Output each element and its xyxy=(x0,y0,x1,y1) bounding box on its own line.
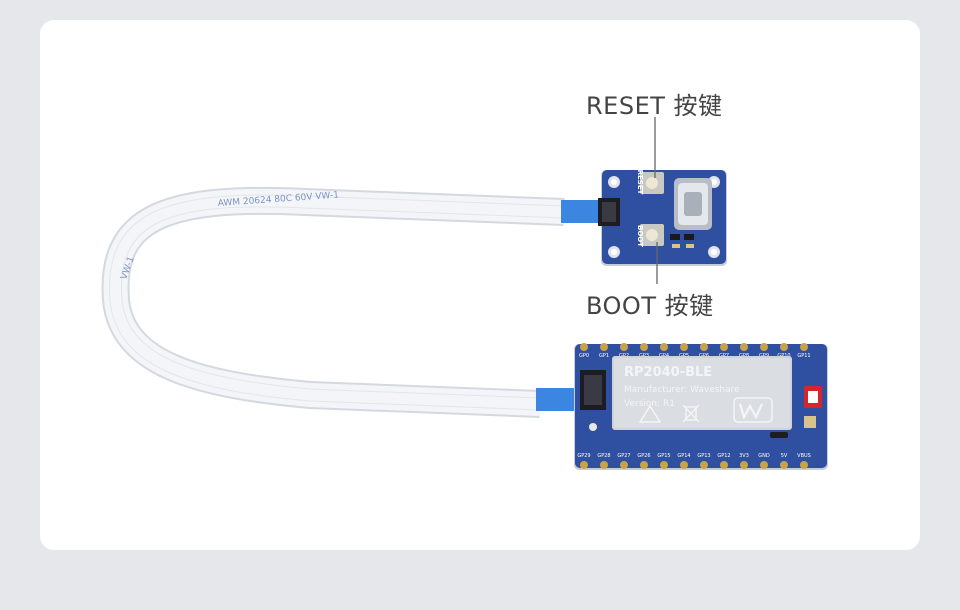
pin-top-7-pad xyxy=(720,343,728,351)
reset-silkscreen: RESET xyxy=(636,170,644,195)
pin-bottom-10-label: 5V xyxy=(781,453,788,459)
pin-bottom-11-pad xyxy=(800,461,808,469)
weee-bin-icon xyxy=(682,404,700,423)
pin-bottom-9-label: GND xyxy=(758,453,770,459)
pin-top-5-pad xyxy=(680,343,688,351)
rp2040-ble-module: GP0GP1GP2GP3GP4GP5GP6GP7GP8GP9GP10GP11 G… xyxy=(574,343,828,470)
module-version: Version: R1 xyxy=(624,399,675,409)
pin-top-1-label: GP1 xyxy=(599,353,609,359)
pin-top-8-pad xyxy=(740,343,748,351)
pin-top-10-pad xyxy=(780,343,788,351)
fpc-cable: AWM 20624 80C 60V VW-1 VW-1 xyxy=(101,186,599,418)
pin-bottom-4-label: GP15 xyxy=(657,453,670,459)
pin-bottom-7-pad xyxy=(720,461,728,469)
cable-stiffener-top xyxy=(561,200,599,223)
cable-stiffener-bottom xyxy=(536,388,576,411)
module-model: RP2040-BLE xyxy=(624,365,712,380)
pin-bottom-7-label: GP12 xyxy=(717,453,730,459)
pin-top-4-pad xyxy=(660,343,668,351)
product-photo: AWM 20624 80C 60V VW-1 VW-1 RESET xyxy=(101,117,828,470)
pin-bottom-3-label: GP26 xyxy=(637,453,650,459)
pin-bottom-0-pad xyxy=(580,461,588,469)
pin-bottom-2-pad xyxy=(620,461,628,469)
pin-top-6-pad xyxy=(700,343,708,351)
pin-bottom-8-pad xyxy=(740,461,748,469)
pin-top-2-pad xyxy=(620,343,628,351)
pin-top-11-label: GP11 xyxy=(797,353,810,359)
pin-bottom-1-label: GP28 xyxy=(597,453,610,459)
boot-silkscreen: BOOT xyxy=(636,225,644,247)
pin-bottom-5-label: GP14 xyxy=(677,453,690,459)
pin-bottom-4-pad xyxy=(660,461,668,469)
pin-bottom-9-pad xyxy=(760,461,768,469)
adapter-board: RESET BOOT xyxy=(598,170,727,266)
pin-bottom-6-pad xyxy=(700,461,708,469)
waveshare-logo xyxy=(733,397,773,423)
pin-bottom-5-pad xyxy=(680,461,688,469)
product-card: AWM 20624 80C 60V VW-1 VW-1 RESET xyxy=(40,20,920,550)
pin-bottom-8-label: 3V3 xyxy=(739,453,749,459)
usb-c-connector xyxy=(674,178,712,230)
pin-bottom-1-pad xyxy=(600,461,608,469)
boot-button-callout: BOOT 按键 xyxy=(586,292,714,320)
module-manufacturer: Manufacturer: Waveshare xyxy=(624,385,740,395)
reset-button-callout: RESET 按键 xyxy=(586,92,723,120)
reset-button xyxy=(640,172,664,194)
pin-bottom-2-label: GP27 xyxy=(617,453,630,459)
pin-top-11-pad xyxy=(800,343,808,351)
pin-top-1-pad xyxy=(600,343,608,351)
pin-bottom-0-label: GP29 xyxy=(577,453,590,459)
pin-top-0-label: GP0 xyxy=(579,353,589,359)
pin-top-0-pad xyxy=(580,343,588,351)
boot-button xyxy=(640,224,664,246)
pin-bottom-10-pad xyxy=(780,461,788,469)
pin-top-9-pad xyxy=(760,343,768,351)
pin-bottom-11-label: VBUS xyxy=(797,453,811,459)
esd-warning-icon xyxy=(638,404,662,423)
pin-bottom-6-label: GP13 xyxy=(697,453,710,459)
pin-top-3-pad xyxy=(640,343,648,351)
pin-bottom-3-pad xyxy=(640,461,648,469)
